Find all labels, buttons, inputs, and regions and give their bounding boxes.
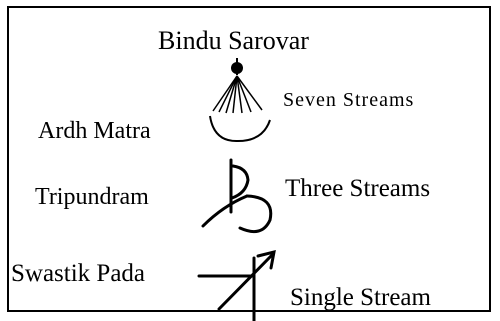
diagram-frame xyxy=(7,6,491,312)
ardh-matra-icon xyxy=(209,115,271,143)
stream-label-three: Three Streams xyxy=(285,175,431,202)
stream-label-single: Single Stream xyxy=(290,284,431,311)
swastik-pada-arrow-icon xyxy=(197,249,276,321)
symbol-label-tripundram: Tripundram xyxy=(35,184,149,210)
stream-label-seven: Seven Streams xyxy=(283,89,415,111)
bindu-sarovar-fountain-icon xyxy=(212,58,263,114)
tripundram-icon xyxy=(201,158,273,234)
symbol-label-swastik-pada: Swastik Pada xyxy=(11,260,146,287)
diagram-title: Bindu Sarovar xyxy=(158,26,309,55)
symbol-label-ardh-matra: Ardh Matra xyxy=(38,118,151,144)
